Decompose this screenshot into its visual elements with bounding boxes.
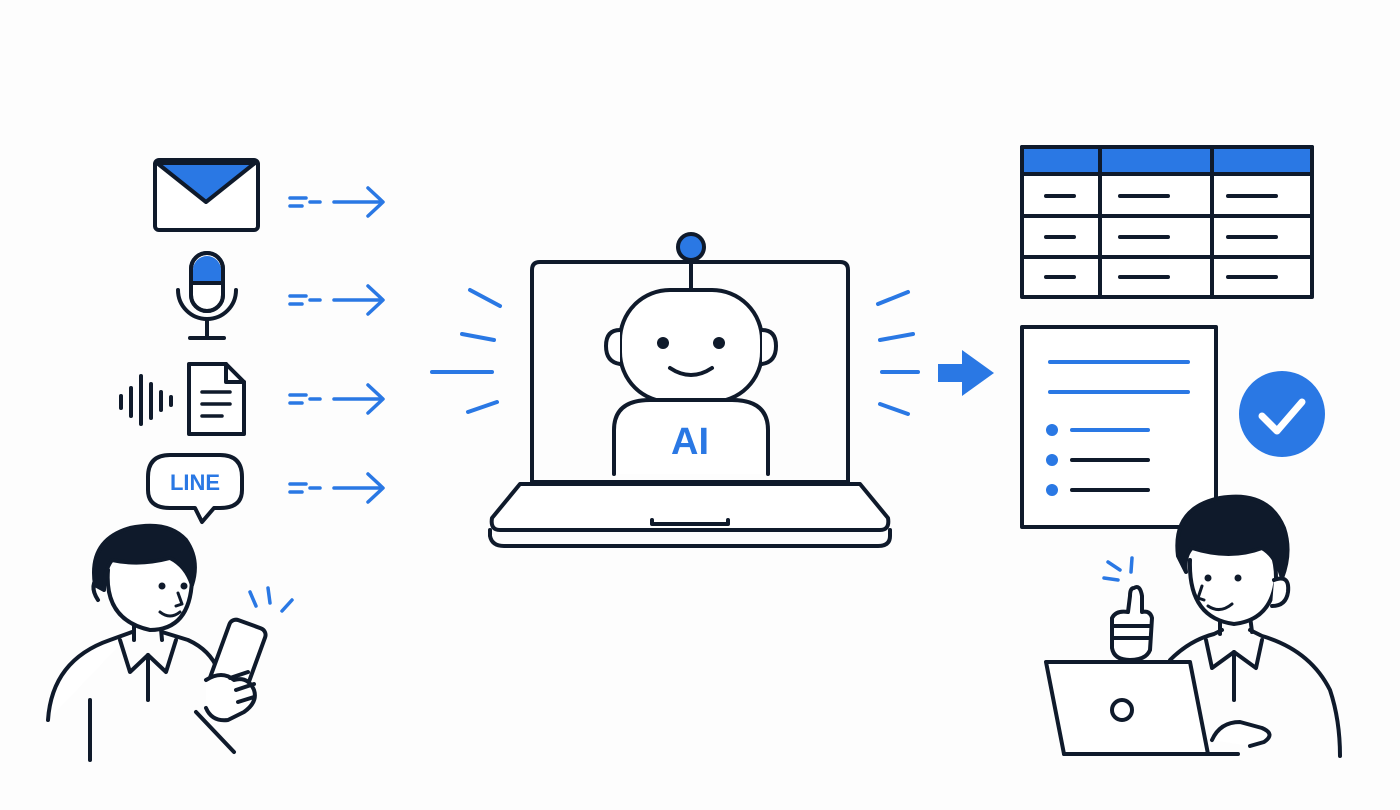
notification-sparks: [248, 586, 294, 613]
person-with-phone-icon: [46, 523, 294, 762]
input-arrow-3: [288, 383, 385, 415]
check-circle-icon: [1239, 371, 1325, 457]
ai-label: AI: [671, 421, 709, 463]
input-arrows: [288, 186, 385, 504]
line-chat-bubble-icon: LINE: [146, 453, 244, 524]
right-rays: [876, 290, 920, 416]
microphone-icon: [176, 251, 238, 340]
input-arrow-1: [288, 186, 385, 218]
input-arrow-4: [288, 472, 385, 504]
laptop-icon: [1044, 660, 1240, 756]
table-icon: [1020, 145, 1314, 299]
document-icon: [187, 362, 246, 436]
person-thumbs-up-laptop-icon: [1044, 494, 1342, 758]
audio-to-document-icon: [119, 362, 246, 436]
laptop-ai-robot-icon: AI: [430, 232, 920, 548]
waveform-icon: [119, 374, 173, 426]
envelope-icon: [153, 158, 260, 232]
celebration-sparks: [1102, 556, 1134, 582]
document-list-icon: [1020, 325, 1218, 529]
output-arrow: [938, 350, 994, 396]
line-label: LINE: [170, 470, 220, 495]
input-arrow-2: [288, 284, 385, 316]
left-rays: [430, 288, 502, 414]
